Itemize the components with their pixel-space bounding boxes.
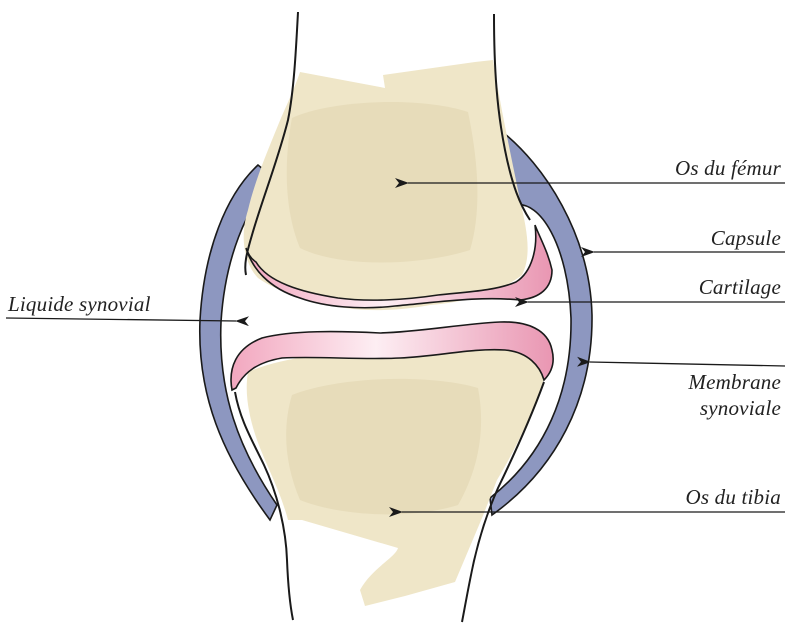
label-femur: Os du fémur xyxy=(675,157,781,179)
label-cartilage: Cartilage xyxy=(699,276,781,298)
label-capsule: Capsule xyxy=(711,227,781,249)
membrane-pointer xyxy=(590,362,785,366)
label-membrane-line2: synoviale xyxy=(700,397,781,419)
label-membrane-line1: Membrane xyxy=(688,371,781,393)
label-synovial-fluid: Liquide synovial xyxy=(8,293,151,315)
tibia-texture xyxy=(286,379,481,514)
femur-texture xyxy=(287,102,478,263)
label-tibia: Os du tibia xyxy=(685,486,781,508)
